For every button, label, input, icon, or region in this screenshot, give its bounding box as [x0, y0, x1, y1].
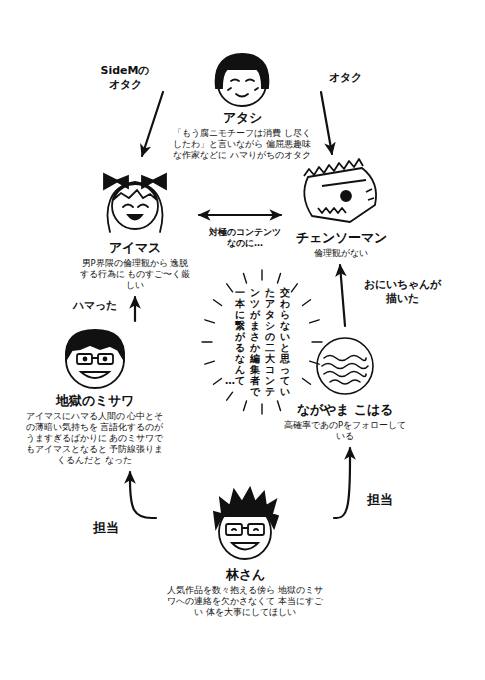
node-name: ながやま こはる — [281, 402, 409, 418]
chainsaw-head-part — [304, 168, 376, 222]
node-description: 高確率であのPをフォローしている — [281, 420, 409, 442]
idolmaster-girl-part — [142, 176, 154, 188]
nagayama-icon-part — [330, 380, 360, 384]
burst-lines-part — [227, 392, 233, 400]
arrow-connector — [340, 265, 345, 326]
atashi-face — [216, 54, 269, 106]
burst-lines-part — [310, 361, 320, 364]
misawa-face-part — [81, 372, 109, 378]
atashi-face-part — [231, 80, 239, 82]
chainsaw-head-part — [304, 159, 363, 176]
atashi-face-part — [236, 94, 248, 97]
node-description: アイマスにハマる人間の 心中とその薄暗い気持ちを 言語化するのがうますぎるばかり… — [25, 411, 164, 466]
arrow-connector — [130, 472, 156, 518]
burst-lines-part — [278, 274, 281, 284]
burst-lines — [202, 270, 322, 414]
chainsaw-head-part — [322, 180, 366, 186]
burst-lines-part — [214, 300, 222, 306]
burst-lines-part — [261, 270, 262, 280]
edge-label: 担当 — [365, 491, 395, 509]
node-description: 倫理観がない — [288, 248, 394, 259]
burst-lines-part — [278, 401, 281, 411]
burst-lines-part — [303, 379, 311, 385]
node-name: 林さん — [163, 567, 327, 583]
node-description: 人気作品を数々抱える傍ら 地獄のミサワへの連絡を欠かさなくて 本当にすごい 体を… — [163, 585, 327, 618]
chainsaw-head-part — [341, 191, 351, 201]
edge-label: オタク — [327, 70, 364, 86]
idolmaster-girl — [104, 174, 166, 232]
misawa-face — [66, 330, 124, 388]
nagayama-icon-part — [324, 372, 366, 377]
nagayama-icon — [317, 338, 373, 394]
misawa-face-part — [98, 354, 113, 364]
nagayama-icon-part — [322, 364, 368, 369]
arrow-connector — [334, 448, 350, 518]
burst-lines-part — [244, 401, 247, 411]
burst-lines-part — [205, 320, 215, 323]
burst-lines-part — [291, 284, 297, 292]
arrow-connector — [321, 92, 332, 154]
idolmaster-girl-part — [113, 184, 157, 200]
burst-lines-part — [227, 284, 233, 292]
connector-group — [130, 92, 350, 518]
node-name: 地獄のミサワ — [25, 393, 164, 409]
vertical-exclamation: 交わらないと思っていた アタシの二大コンテンツが まさか編集者で 一本に繋がるな… — [235, 287, 290, 397]
figure-node: アタシ「もう腐ニモチーフは消費 し尽くしたわ」と言いながら 偏屈悪趣味な作家など… — [167, 52, 317, 163]
node-description: 「もう腐ニモチーフは消費 し尽くしたわ」と言いながら 偏屈悪趣味な作家などに ハ… — [170, 128, 314, 161]
node-description: 男P界隈の倫理観から 逸脱する行為に ものすご〜く厳しい — [78, 258, 192, 291]
burst-lines-part — [202, 341, 212, 342]
hayashi-face-part — [232, 543, 258, 550]
figure-node: チェンソーマン倫理観がない — [285, 158, 397, 261]
node-name: アイマス — [78, 240, 192, 256]
misawa-face-part — [66, 330, 124, 360]
node-name: アタシ — [170, 110, 314, 126]
figure-node: アイマス男P界隈の倫理観から 逸脱する行為に ものすご〜く厳しい — [75, 160, 195, 293]
chainsaw-head-part — [318, 208, 346, 213]
edge-label: 担当 — [91, 519, 121, 537]
idolmaster-girl-part — [138, 205, 148, 208]
edge-label: SideMの オタク — [92, 63, 158, 93]
hayashi-face-part — [232, 529, 258, 530]
misawa-face-part — [104, 358, 107, 361]
figure-node: 林さん人気作品を数々抱える傍ら 地獄のミサワへの連絡を欠かさなくて 本当にすごい… — [160, 485, 330, 620]
arrow-connector — [142, 92, 163, 156]
figure-node: 地獄のミサワアイマスにハマる人間の 心中とその薄暗い気持ちを 言語化するのがうま… — [22, 325, 167, 468]
burst-lines-part — [261, 404, 262, 414]
burst-lines-part — [205, 361, 215, 364]
misawa-face-part — [77, 354, 92, 364]
hayashi-face — [214, 488, 278, 559]
misawa-face-part — [84, 358, 87, 361]
chainsaw-head — [304, 159, 376, 222]
burst-lines-part — [244, 274, 247, 284]
burst-lines-part — [303, 300, 311, 306]
burst-lines-part — [214, 379, 222, 385]
burst-lines-part — [310, 320, 320, 323]
edge-label: おにいちゃんが 描いた — [361, 277, 444, 307]
atashi-face-part — [228, 88, 258, 90]
figure-node: ながやま こはる高確率であのPをフォローしている — [278, 330, 412, 444]
idolmaster-girl-part — [123, 205, 133, 208]
atashi-face-part — [216, 54, 269, 88]
idolmaster-girl-part — [128, 215, 142, 220]
arrow-connector — [199, 214, 281, 216]
node-name: チェンソーマン — [288, 230, 394, 246]
burst-lines-part — [312, 341, 322, 342]
hayashi-face-part — [242, 527, 248, 529]
nagayama-icon-part — [317, 338, 373, 394]
edge-label: 対極のコンテンツ なのに… — [202, 226, 288, 250]
atashi-face-part — [246, 80, 254, 82]
hayashi-face-part — [214, 488, 278, 528]
idolmaster-girl-part — [108, 182, 163, 232]
chainsaw-head-part — [366, 189, 374, 200]
arrow-connector — [134, 297, 136, 321]
edge-label: ハマった — [71, 298, 119, 314]
misawa-face-part — [92, 357, 98, 359]
idolmaster-girl-part — [112, 183, 158, 229]
idolmaster-girl-part — [116, 176, 128, 188]
nagayama-icon-part — [324, 356, 366, 361]
